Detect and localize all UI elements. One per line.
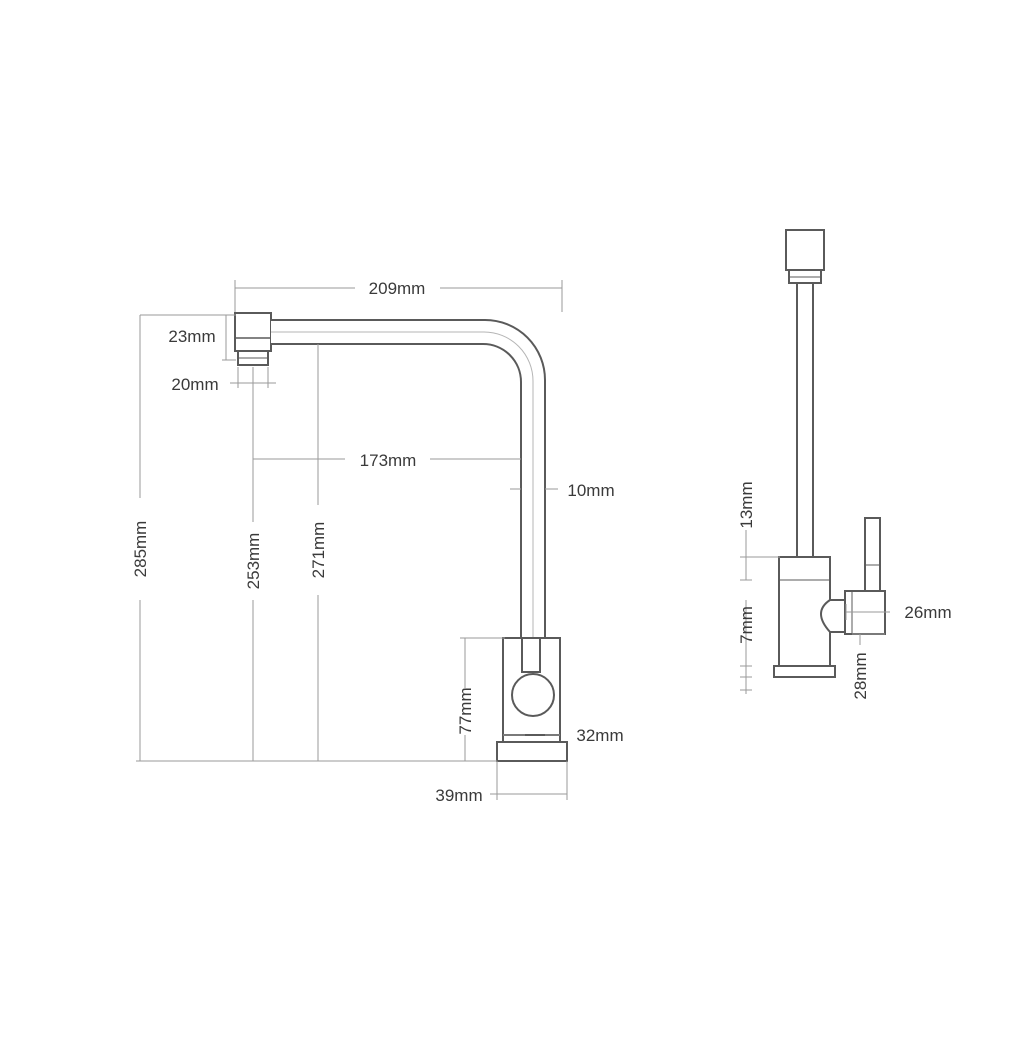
front-view — [234, 312, 568, 762]
side-handle-neck — [820, 599, 847, 633]
faucet-base — [496, 741, 568, 762]
dim-handle-height: 28mm — [851, 652, 870, 699]
dim-aerator-height: 23mm — [168, 327, 215, 346]
spout-centerline — [271, 331, 534, 640]
spout-tube — [271, 319, 546, 641]
dim-total-height: 285mm — [131, 521, 150, 578]
body-band — [502, 734, 561, 743]
spout-collar — [521, 637, 541, 673]
dim-aerator-width: 20mm — [171, 375, 218, 394]
dim-base-gap: 7mm — [737, 606, 756, 644]
side-base — [773, 665, 836, 678]
aerator-head — [234, 312, 272, 352]
handle-knob — [511, 673, 555, 717]
side-lever — [864, 517, 881, 592]
dim-tube-offset: 13mm — [737, 481, 756, 528]
side-view — [773, 229, 886, 678]
dim-body-height: 77mm — [456, 687, 475, 734]
dim-reach: 173mm — [360, 451, 417, 470]
dim-body-width: 32mm — [576, 726, 623, 745]
side-dimension-labels: 13mm 7mm 26mm 28mm — [737, 481, 952, 699]
side-spout-tube — [796, 282, 814, 558]
dim-spout-diameter: 10mm — [567, 481, 614, 500]
dim-overall-width: 209mm — [369, 279, 426, 298]
dim-spout-height: 271mm — [309, 522, 328, 579]
side-aerator-head — [785, 229, 825, 271]
dim-base-width: 39mm — [435, 786, 482, 805]
dim-handle-width: 26mm — [904, 603, 951, 622]
front-dimension-lines — [136, 280, 568, 800]
side-dimension-lines — [740, 530, 890, 694]
dim-outlet-height: 253mm — [244, 533, 263, 590]
front-dimension-labels: 209mm 23mm 20mm 173mm 10mm 285mm 253mm 2… — [131, 279, 624, 805]
